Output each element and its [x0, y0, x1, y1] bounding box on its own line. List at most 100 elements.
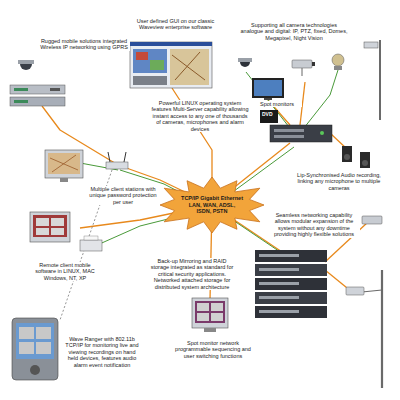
client-monitors: [60, 178, 68, 182]
monitor-network: [195, 301, 225, 323]
callout-text: Lip-Synchronised Audio recording, linkin…: [294, 172, 384, 191]
storage-racks: [255, 292, 327, 304]
callout-text: Multiple client stations with unique pas…: [86, 186, 160, 205]
hub-text-wrap: TCP/IP Gigabit Ethernet LAN, WAN, ADSL, …: [181, 195, 243, 214]
mobile-dvr: [50, 88, 60, 91]
client-monitors: [30, 212, 70, 242]
network-hub: TCP/IP Gigabit Ethernet LAN, WAN, ADSL, …: [160, 177, 264, 233]
monitor-network: [211, 313, 223, 321]
monitor-network: [197, 313, 209, 321]
monitor-network: [197, 303, 209, 311]
callout-text: Rugged mobile solutions integrated Wirel…: [38, 38, 130, 51]
cameras: [238, 40, 380, 120]
hub-text: TCP/IP Gigabit Ethernet LAN, WAN, ADSL, …: [181, 195, 243, 214]
wireless-router: [124, 152, 126, 162]
handheld-device: [19, 342, 34, 354]
wireless-router: [108, 152, 110, 162]
wireless-router: [106, 152, 128, 169]
monitor-network: [192, 298, 228, 332]
software-screenshot: [130, 42, 212, 46]
software-screenshot: [133, 49, 167, 73]
spot-monitor: [254, 80, 282, 96]
pole-cameras: [362, 216, 382, 224]
callout-text: Seamless networking capability allows mo…: [268, 212, 360, 238]
software-screenshot: [136, 52, 148, 60]
server-unit: [270, 125, 332, 142]
storage-racks: [255, 250, 327, 318]
cameras: [334, 66, 342, 70]
speakers: [344, 154, 350, 160]
mobile-dvr: [14, 100, 28, 103]
monitor-network: [211, 303, 223, 311]
cameras: [379, 40, 381, 120]
callout-text: Supporting all camera technologies analo…: [238, 22, 350, 41]
server-unit: [260, 110, 332, 142]
cameras: [238, 58, 252, 62]
spot-monitor: [252, 78, 284, 98]
mobile-dvr: [14, 88, 28, 91]
pole-cameras: [346, 287, 364, 295]
client-monitors: [50, 155, 78, 172]
storage-racks: [259, 282, 299, 285]
star-shape: [160, 177, 264, 233]
dome-camera: [20, 64, 32, 70]
server-unit: [260, 110, 278, 123]
handheld-device: [12, 318, 58, 380]
storage-racks: [255, 250, 327, 262]
software-screenshot: [150, 60, 164, 70]
handheld-device: [12, 318, 58, 380]
cameras: [332, 54, 344, 66]
disc-label: DVD: [261, 112, 274, 118]
callout-text: Back-up Mirroring and RAID storage integ…: [148, 258, 236, 290]
software-screenshot: [133, 76, 167, 85]
mobile-dvr: [10, 85, 65, 106]
software-screenshot: [130, 42, 212, 88]
client-monitors: [84, 236, 98, 240]
cameras: [312, 62, 315, 66]
spot-monitor: [252, 78, 284, 100]
monitor-network: [192, 298, 228, 328]
callout-text: Wave Ranger with 802.11b TCP/IP for moni…: [63, 336, 141, 368]
spot-monitor: [264, 98, 272, 100]
software-screenshot: [130, 42, 212, 88]
dome-camera: [18, 60, 34, 70]
storage-racks: [255, 278, 327, 290]
server-unit: [274, 129, 304, 132]
cameras: [292, 60, 312, 68]
network-wires: [42, 70, 368, 320]
software-screenshot: [172, 52, 205, 80]
pole-cameras: [346, 216, 382, 388]
speakers: [360, 152, 370, 168]
storage-racks: [259, 254, 299, 313]
pole-cameras: [362, 290, 382, 292]
client-monitors: [36, 218, 49, 226]
server-unit: [320, 131, 324, 135]
pole-cameras: [381, 270, 383, 388]
callout-text: Powerful LINUX operating system features…: [150, 100, 250, 132]
network-wires: [300, 70, 338, 133]
speakers: [342, 146, 370, 168]
handheld-device: [19, 327, 34, 339]
software-screenshot: [170, 49, 209, 85]
dome-camera: [18, 60, 34, 64]
handheld-device: [30, 365, 40, 375]
callout-text: Spot monitors: [252, 101, 302, 107]
storage-racks: [259, 310, 299, 313]
client-monitors: [48, 153, 80, 174]
storage-racks: [255, 264, 327, 276]
cameras: [302, 68, 303, 76]
wireless-router: [106, 162, 128, 169]
storage-racks: [259, 268, 299, 271]
handheld-device: [16, 323, 54, 359]
client-monitors: [33, 215, 67, 237]
callout-text: Remote client mobile software in LINUX, …: [28, 262, 102, 281]
server-unit: [274, 135, 304, 138]
storage-racks: [259, 254, 299, 257]
handheld-device: [36, 342, 51, 354]
client-monitors: [51, 228, 64, 235]
client-monitors: [36, 228, 49, 235]
speakers: [362, 160, 368, 166]
monitor-network: [204, 328, 216, 332]
mobile-dvr: [10, 97, 65, 106]
